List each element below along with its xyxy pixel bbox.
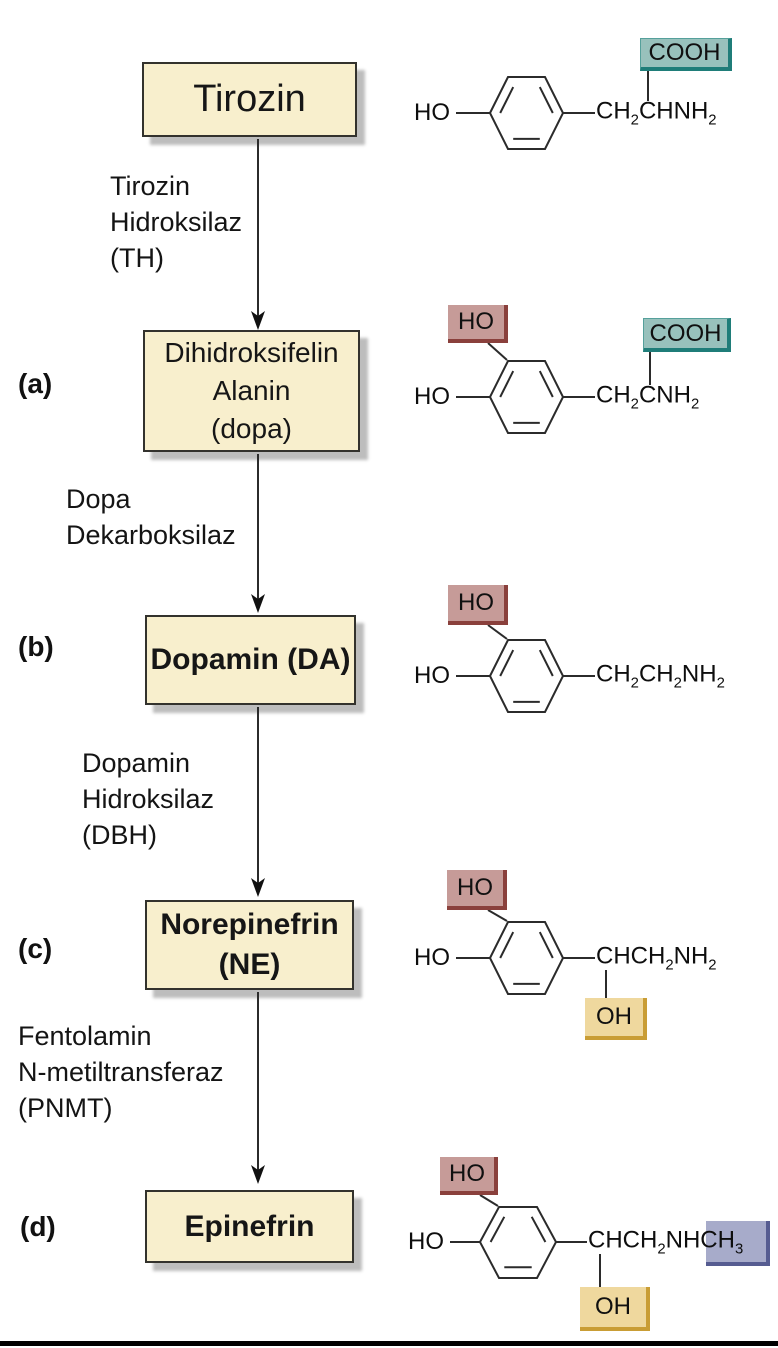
enzyme-line: (PNMT) bbox=[18, 1093, 113, 1123]
panel-label-c: (c) bbox=[18, 933, 53, 964]
enzyme-line: Hidroksilaz bbox=[110, 207, 243, 237]
ring-hydroxyl-highlight: HO bbox=[447, 870, 507, 910]
bond-lines bbox=[456, 624, 595, 713]
arrow-down-icon bbox=[251, 707, 265, 897]
benzene-ring bbox=[456, 624, 595, 713]
bond-lines bbox=[456, 71, 649, 150]
structure-norepinephrine: HO OH HO CHCH2NH2 bbox=[400, 845, 778, 1045]
enzyme-line: Fentolamin bbox=[18, 1021, 152, 1051]
ring-hydroxyl-highlight: HO bbox=[448, 305, 508, 343]
bond-lines bbox=[450, 1194, 601, 1287]
enzyme-line: N-metiltransferaz bbox=[18, 1057, 224, 1087]
enzyme-tyrosine-hydroxylase: Tirozin Hidroksilaz (TH) bbox=[110, 168, 242, 276]
cooh-label: COOH bbox=[648, 39, 721, 66]
hydroxyl-left-label: HO bbox=[408, 1228, 444, 1255]
flow-box-norepinephrine: Norepinefrin (NE) bbox=[145, 900, 354, 990]
ho-label: HO bbox=[457, 874, 493, 901]
flow-box-label-line: (dopa) bbox=[211, 413, 292, 444]
flow-box-label-line: (NE) bbox=[218, 948, 281, 981]
enzyme-line: (TH) bbox=[110, 243, 164, 273]
enzyme-line: Hidroksilaz bbox=[82, 784, 215, 814]
cooh-highlight: COOH bbox=[640, 38, 732, 71]
bottom-rule bbox=[0, 1341, 778, 1346]
cooh-label: COOH bbox=[649, 319, 722, 347]
panel-label-b: (b) bbox=[18, 631, 54, 662]
hydroxyl-left-label: HO bbox=[414, 944, 450, 971]
enzyme-line: Dekarboksilaz bbox=[66, 520, 236, 550]
flow-box-tyrosine: Tirozin bbox=[142, 62, 357, 137]
enzyme-line: (DBH) bbox=[82, 820, 157, 850]
panel-label-d: (d) bbox=[20, 1211, 56, 1242]
side-chain-formula: CH2CH2NH2 bbox=[596, 660, 725, 692]
enzyme-pnmt: Fentolamin N-metiltransferaz (PNMT) bbox=[18, 1018, 224, 1126]
side-chain-formula: CH2CNH2 bbox=[596, 381, 700, 413]
ho-label: HO bbox=[458, 589, 494, 616]
flow-box-label-line: Alanin bbox=[212, 375, 291, 406]
arrow-down-icon bbox=[251, 454, 265, 613]
flow-box-label: Epinefrin bbox=[184, 1209, 315, 1243]
enzyme-line: Dopamin bbox=[82, 748, 191, 778]
methyl-highlight bbox=[706, 1221, 770, 1266]
structure-tyrosine: COOH HO CH2CHNH2 bbox=[400, 25, 778, 170]
hydroxyl-left-label: HO bbox=[414, 99, 450, 126]
flow-box-dopamine: Dopamin (DA) bbox=[145, 615, 356, 705]
benzene-ring bbox=[456, 342, 651, 434]
structure-dopa: HO COOH HO CH2CNH2 bbox=[400, 295, 778, 460]
beta-hydroxyl-highlight: OH bbox=[585, 998, 647, 1040]
structure-dopamine: HO HO CH2CH2NH2 bbox=[400, 560, 778, 730]
oh-label: OH bbox=[596, 1003, 632, 1030]
flow-box-epinephrine: Epinefrin bbox=[145, 1190, 354, 1263]
benzene-ring bbox=[450, 1194, 601, 1287]
structure-epinephrine: HO OH HO CHCH2NHCH3 bbox=[400, 1145, 778, 1340]
enzyme-line: Dopa bbox=[66, 484, 131, 514]
side-chain-formula: CHCH2NHCH3 bbox=[588, 1226, 744, 1258]
side-chain-formula: CH2CHNH2 bbox=[596, 97, 717, 129]
beta-hydroxyl-highlight: OH bbox=[580, 1287, 650, 1331]
hydroxyl-left-label: HO bbox=[414, 383, 450, 410]
cooh-highlight: COOH bbox=[643, 318, 731, 352]
flow-box-label-line: Norepinefrin bbox=[160, 908, 339, 941]
flow-box-dopa: Dihidroksifelin Alanin (dopa) bbox=[143, 330, 360, 452]
panel-label-a: (a) bbox=[18, 368, 53, 399]
ring-hydroxyl-highlight: HO bbox=[448, 585, 508, 625]
flow-box-label: Dopamin (DA) bbox=[150, 643, 351, 676]
arrow-down-icon bbox=[251, 139, 265, 330]
side-chain-formula: CHCH2NH2 bbox=[596, 942, 717, 974]
flow-box-label-line: Dihidroksifelin bbox=[164, 337, 339, 368]
enzyme-line: Tirozin bbox=[110, 171, 191, 201]
bond-lines bbox=[456, 909, 607, 998]
flow-box-label: Tirozin bbox=[193, 78, 306, 120]
oh-label: OH bbox=[595, 1293, 631, 1320]
bond-lines bbox=[456, 342, 651, 434]
benzene-ring bbox=[456, 909, 607, 998]
benzene-ring bbox=[456, 71, 649, 150]
ho-label: HO bbox=[458, 308, 494, 335]
arrow-down-icon bbox=[251, 992, 265, 1184]
ring-hydroxyl-highlight: HO bbox=[440, 1157, 498, 1195]
enzyme-dopamine-hydroxylase: Dopamin Hidroksilaz (DBH) bbox=[82, 745, 214, 853]
hydroxyl-left-label: HO bbox=[414, 662, 450, 689]
enzyme-dopa-decarboxylase: Dopa Dekarboksilaz bbox=[66, 481, 236, 553]
ho-label: HO bbox=[449, 1160, 485, 1187]
